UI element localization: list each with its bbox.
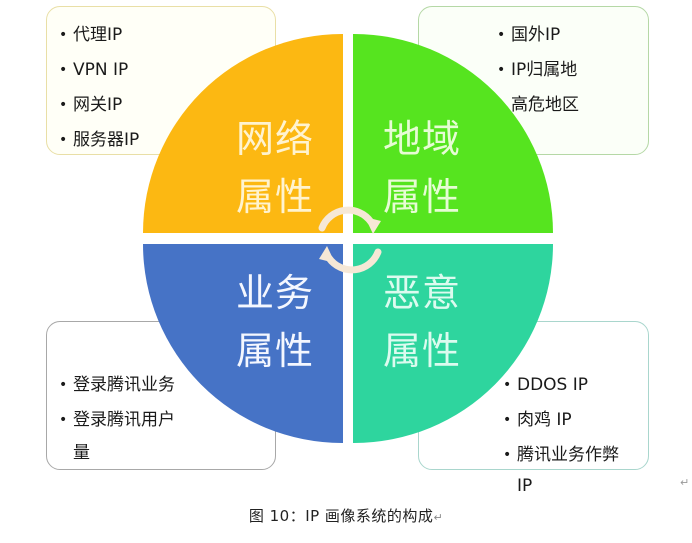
paragraph-mark-icon: ↵: [680, 476, 690, 489]
list-item: 登录腾讯业务: [59, 368, 175, 403]
business-attributes-quadrant: 业务 属性: [143, 244, 343, 443]
list-item: 网关IP: [59, 88, 139, 123]
quadrant-label: 业务 属性: [235, 271, 314, 373]
malicious-attributes-list: DDOS IP 肉鸡 IP 腾讯业务作弊 IP: [503, 368, 619, 499]
quadrant-label: 网络 属性: [235, 117, 314, 219]
quadrant-label: 恶意 属性: [382, 271, 461, 373]
list-item: 肉鸡 IP: [503, 403, 619, 438]
list-item: VPN IP: [59, 53, 139, 88]
list-item: 服务器IP: [59, 123, 139, 158]
business-attributes-list: 登录腾讯业务 登录腾讯用户 量: [59, 368, 175, 468]
list-item: DDOS IP: [503, 368, 619, 403]
figure-caption: 图 10：IP 画像系统的构成↵: [248, 507, 444, 525]
list-item-continuation: IP: [517, 476, 533, 496]
network-attributes-list: 代理IP VPN IP 网关IP 服务器IP: [59, 18, 139, 158]
cycle-arrows-icon: [318, 206, 382, 274]
list-item: 腾讯业务作弊: [503, 438, 619, 473]
list-item: IP归属地: [497, 53, 579, 88]
geo-attributes-quadrant: 地域 属性: [353, 34, 553, 233]
paragraph-mark-icon: ↵: [433, 511, 444, 524]
list-item: 国外IP: [497, 18, 579, 53]
list-item-continuation: 量: [73, 443, 90, 463]
list-item: 代理IP: [59, 18, 139, 53]
geo-attributes-list: 国外IP IP归属地 高危地区: [497, 18, 579, 123]
list-item: 登录腾讯用户: [59, 403, 175, 438]
quadrant-label: 地域 属性: [382, 117, 461, 219]
